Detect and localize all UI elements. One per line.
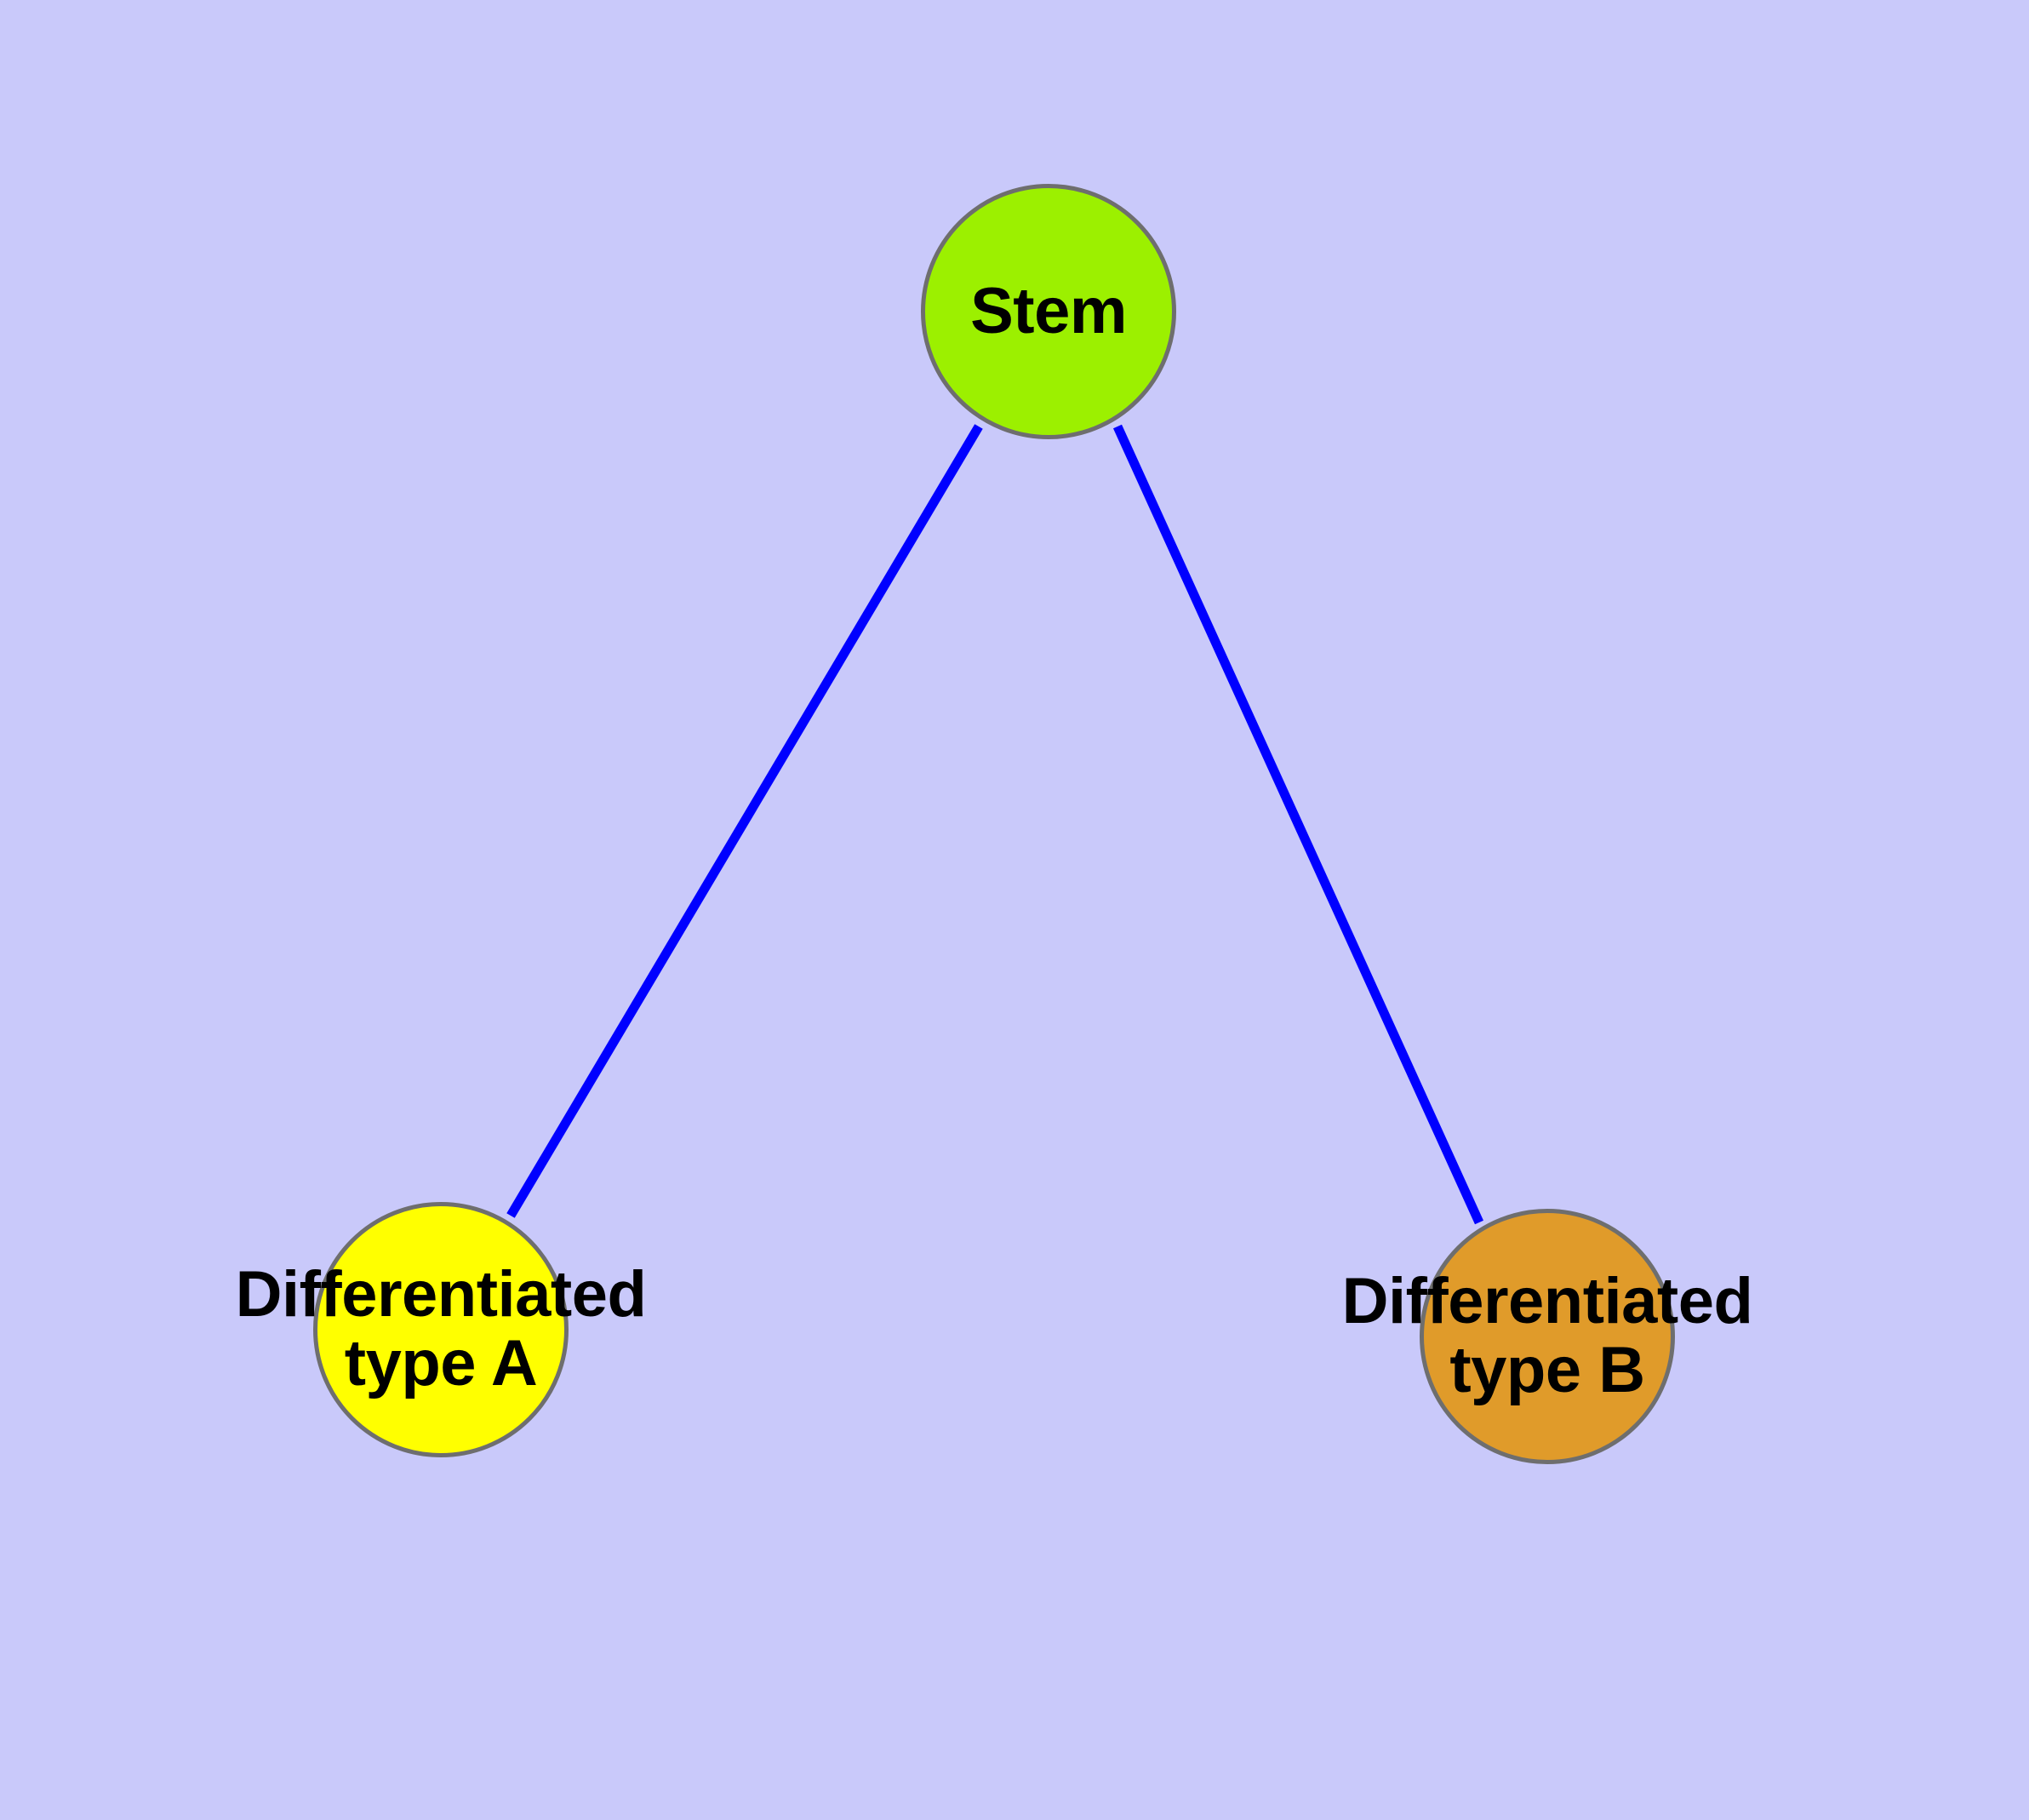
edge-stem-to-diff-a[interactable] [506,424,983,1218]
node-stem-circle [921,184,1176,439]
node-differentiated-type-b-circle [1420,1209,1675,1464]
edge-stem-to-diff-b[interactable] [1112,424,1484,1225]
node-differentiated-type-b[interactable]: Differentiated type B [1342,1209,1753,1464]
node-stem[interactable]: Stem [921,184,1176,439]
node-differentiated-type-a[interactable]: Differentiated type A [236,1202,647,1457]
node-differentiated-type-a-circle [313,1202,569,1457]
